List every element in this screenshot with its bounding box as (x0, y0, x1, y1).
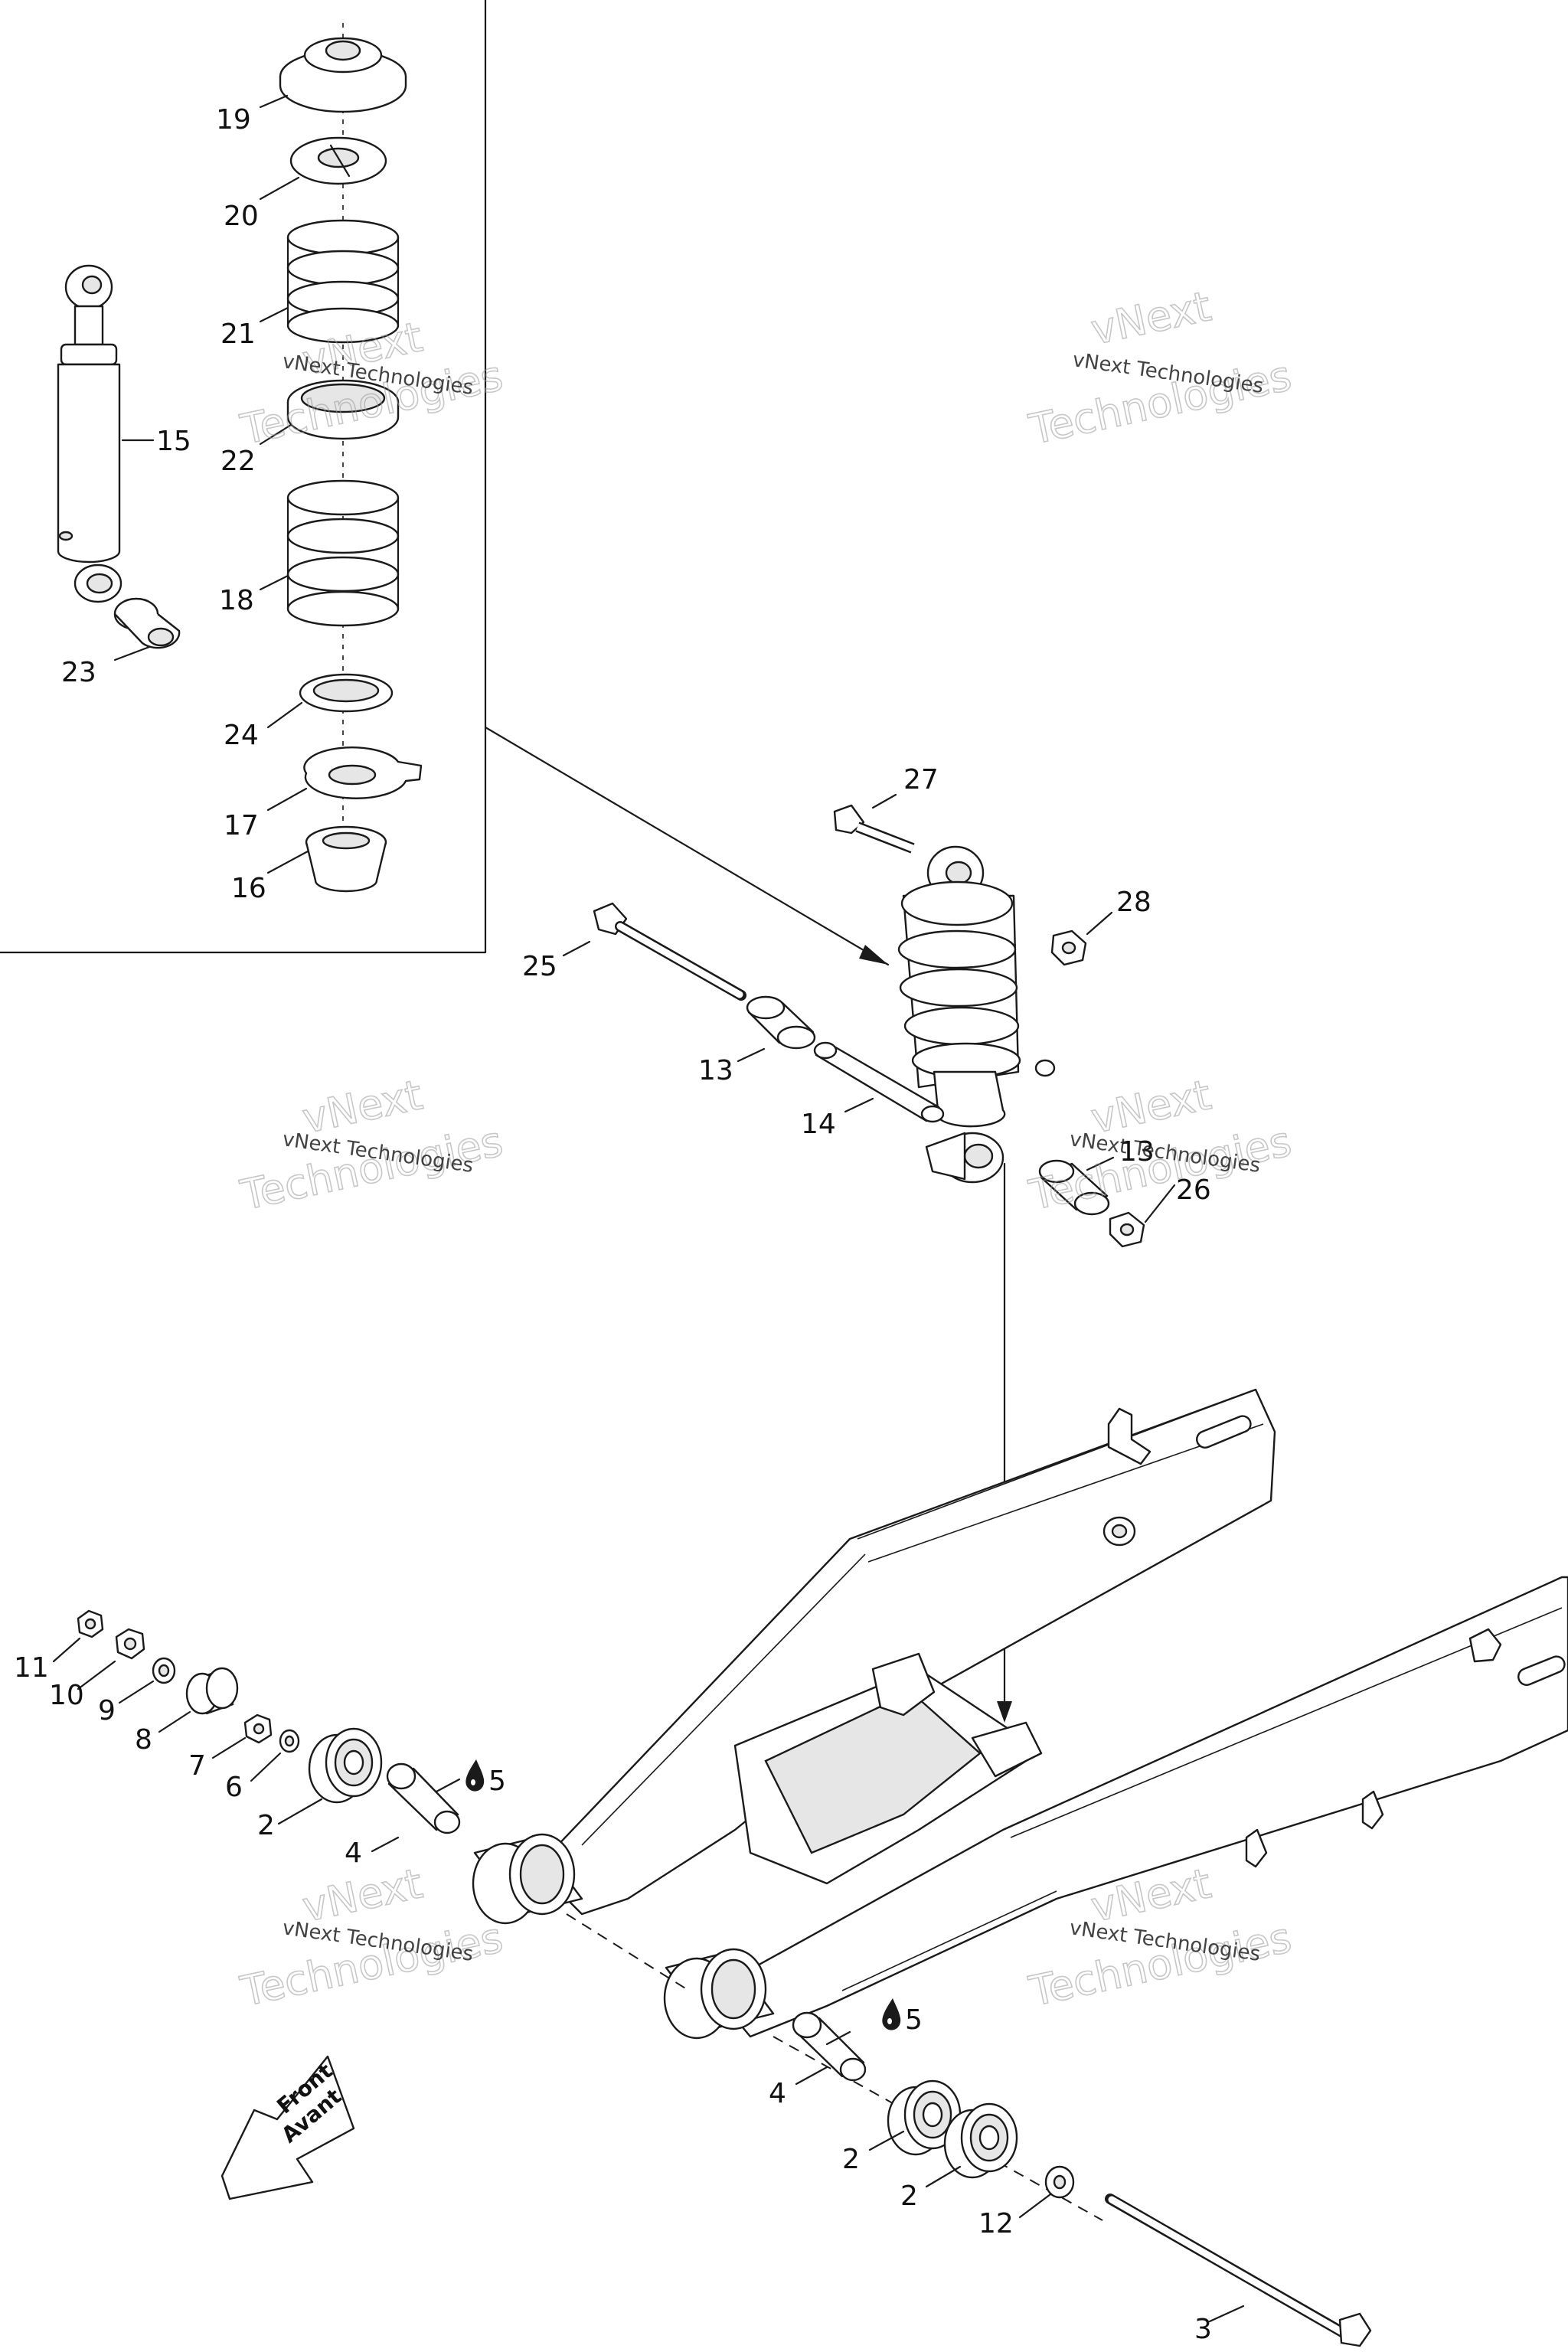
spring-cap-part-19 (279, 37, 407, 113)
callout-8: 8 (135, 1724, 152, 1756)
bearing-part-2-left (308, 1727, 383, 1804)
callout-13-lower: 13 (1119, 1136, 1155, 1168)
shock-body-part-15 (57, 264, 122, 603)
callout-3: 3 (1194, 2314, 1212, 2345)
lock-plate-part-17 (303, 746, 423, 799)
nut-part-10 (115, 1628, 145, 1660)
callout-7: 7 (188, 1750, 206, 1782)
callout-10: 10 (49, 1680, 84, 1711)
svg-text:vNext: vNext (1087, 1070, 1215, 1142)
callout-15: 15 (156, 426, 191, 457)
pivot-pin-part-4-left (386, 1762, 461, 1834)
bolt-part-25 (593, 902, 746, 1001)
callout-27: 27 (903, 764, 939, 795)
callout-22: 22 (220, 446, 256, 477)
bearing-part-2-right-a (887, 2079, 962, 2156)
bushing-part-8 (185, 1667, 239, 1715)
watermark-4: vNext Technologies vNext Technologies (1024, 1070, 1296, 1220)
shock-detail-inset (0, 0, 890, 966)
seat-ring-part-24 (299, 673, 394, 713)
spring-guide-part-22 (286, 379, 400, 440)
watermark-5: vNext Technologies vNext Technologies (236, 1858, 508, 2016)
oil-drop-icon (882, 1998, 901, 2030)
nut-part-7 (243, 1713, 273, 1744)
sleeve-part-14 (813, 1041, 945, 1123)
castle-nut-part-16 (305, 825, 387, 893)
pivot-pin-part-4-right (792, 2011, 867, 2082)
bushing-part-23 (113, 597, 181, 649)
callout-4-left: 4 (345, 1838, 362, 1869)
callout-16: 16 (231, 873, 266, 904)
callout-9: 9 (98, 1695, 116, 1726)
washer-part-6 (279, 1729, 300, 1753)
spring-keeper-part-20 (289, 136, 387, 185)
callout-4-right: 4 (769, 2078, 786, 2109)
callout-12: 12 (978, 2208, 1014, 2239)
bearing-part-2-right-b (943, 2102, 1018, 2179)
callout-6: 6 (225, 1772, 243, 1803)
svg-text:vNext: vNext (1087, 282, 1215, 354)
callout-18: 18 (219, 585, 254, 616)
washer-part-9 (152, 1657, 176, 1684)
callout-26: 26 (1176, 1174, 1211, 1206)
callout-2-right-a: 2 (842, 2144, 860, 2175)
watermark-2: vNext Technologies vNext Technologies (1024, 281, 1296, 454)
front-direction-arrow: Front Avant (220, 2055, 355, 2200)
callout-21: 21 (220, 318, 256, 350)
callout-28: 28 (1116, 887, 1152, 918)
spacer-part-13-lower (1038, 1159, 1110, 1216)
callout-17: 17 (224, 810, 259, 841)
callout-20: 20 (224, 201, 259, 232)
callout-14: 14 (801, 1109, 836, 1140)
lower-spring-part-18 (286, 479, 400, 627)
watermark-3: vNext Technologies vNext Technologies (236, 1070, 508, 1220)
callout-19: 19 (216, 104, 251, 136)
nut-part-11 (77, 1609, 104, 1638)
callout-2-left: 2 (257, 1810, 275, 1841)
oil-drop-icon (466, 1759, 485, 1792)
leader-lines (52, 94, 1245, 2323)
callout-23: 23 (61, 657, 96, 688)
callout-labels: 19 20 21 22 15 18 23 24 17 16 27 28 25 1… (14, 104, 1212, 2345)
shock-absorber-assembly (833, 804, 1056, 1184)
callout-5-right: 5 (905, 2004, 923, 2036)
callout-13-upper: 13 (698, 1055, 733, 1086)
nut-part-26 (1109, 1211, 1145, 1248)
callout-11: 11 (14, 1652, 49, 1684)
callout-5-left: 5 (488, 1766, 506, 1797)
nut-part-28 (1050, 929, 1087, 966)
callout-25: 25 (522, 951, 557, 982)
upper-spring-part-21 (286, 219, 400, 344)
callout-2-right-b: 2 (900, 2180, 918, 2212)
spacer-part-13-upper (746, 995, 816, 1050)
bolt-part-27 (833, 804, 915, 854)
swing-arm (472, 1388, 1568, 2040)
callout-24: 24 (224, 720, 259, 751)
washer-part-12 (1044, 2165, 1075, 2199)
pivot-axle-part-3 (1105, 2194, 1372, 2347)
